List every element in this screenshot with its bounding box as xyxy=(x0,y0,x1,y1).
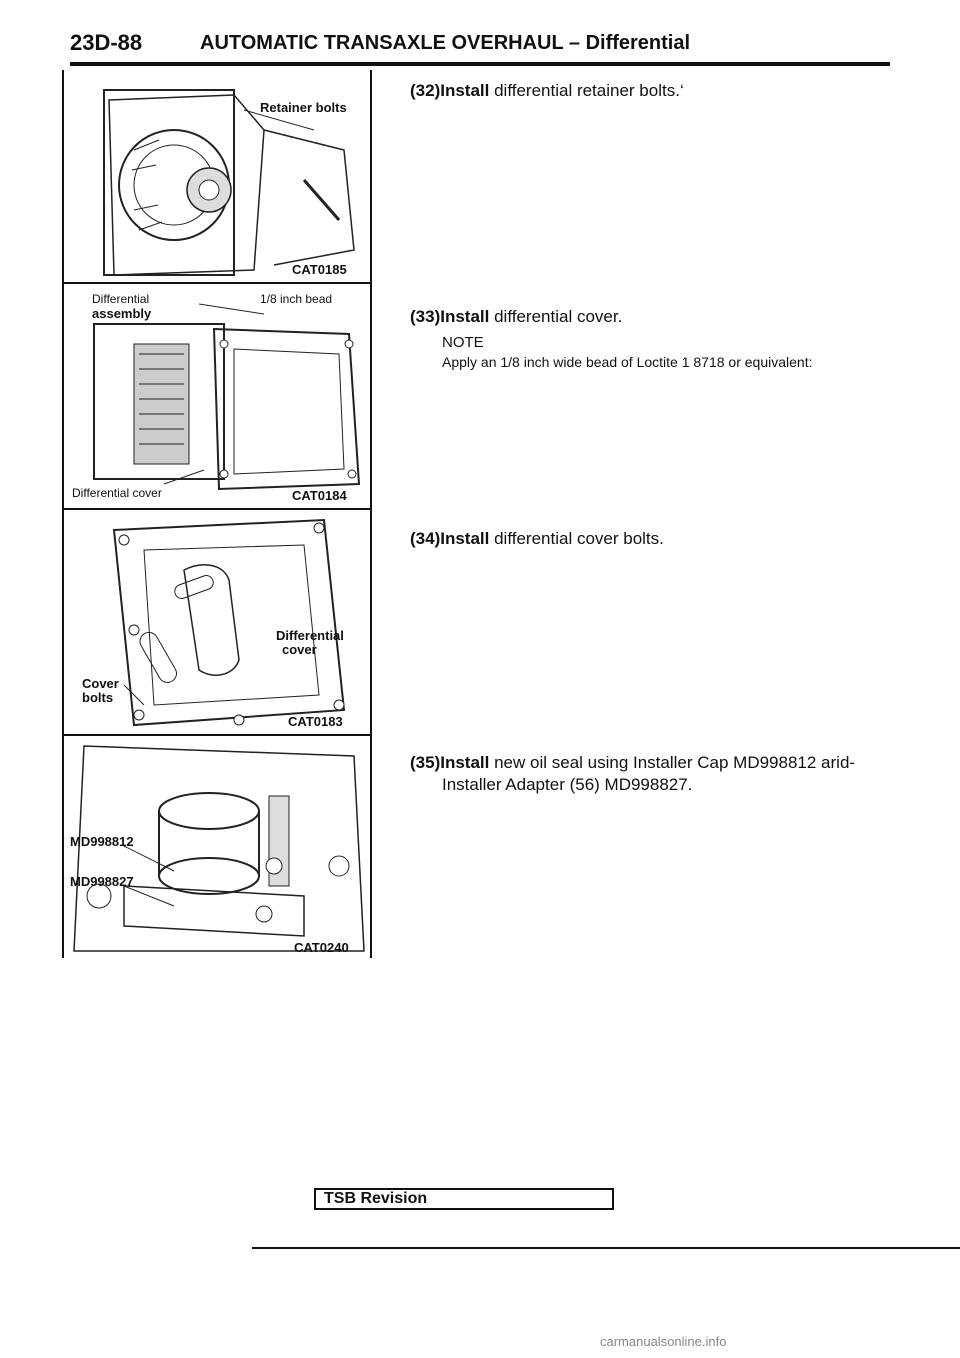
bead-size-label: 1/8 inch bead xyxy=(260,292,333,306)
step-35-continued: Installer Adapter (56) MD998827. xyxy=(442,775,693,794)
cover-bolts-label: Cover xyxy=(82,676,119,691)
installer-cap-label: MD998812 xyxy=(70,834,134,849)
note-heading: NOTE xyxy=(442,334,484,351)
differential-assembly-drawing xyxy=(93,303,361,491)
step-number: (35)Install xyxy=(410,753,490,772)
header-rule xyxy=(70,62,890,66)
footer-rule xyxy=(252,1247,960,1249)
page-title: AUTOMATIC TRANSAXLE OVERHAUL – Different… xyxy=(200,32,691,54)
retainer-bolts-label: Retainer bolts xyxy=(260,100,347,115)
step-35: (35)Install new oil seal using Installer… xyxy=(410,752,880,774)
step-text: differential retainer bolts.‘ xyxy=(494,81,684,100)
step-number: (34)Install xyxy=(410,529,490,548)
figure-differential-cover: Differential assembly 1/8 inch bead Diff… xyxy=(62,284,372,508)
figure-divider xyxy=(62,282,372,284)
figure-divider xyxy=(62,734,372,736)
cover-bolts-drawing xyxy=(112,518,346,727)
page-header: 23D-88 AUTOMATIC TRANSAXLE OVERHAUL – Di… xyxy=(70,30,890,66)
note-text: Apply an 1/8 inch wide bead of Loctite 1… xyxy=(442,354,813,370)
installer-adapter-label: MD998827 xyxy=(70,874,134,889)
page-number: 23D-88 xyxy=(70,30,143,55)
step-number: (32)Install xyxy=(410,81,490,100)
figure-code: CAT0183 xyxy=(288,714,343,729)
transaxle-housing-drawing xyxy=(103,89,355,276)
bolts-label: bolts xyxy=(82,690,114,705)
step-32: (32)Install differential retainer bolts.… xyxy=(410,80,880,102)
figure-retainer-bolts: Retainer bolts CAT0185 xyxy=(62,70,372,282)
step-33: (33)Install differential cover. xyxy=(410,306,880,328)
figure-code: CAT0184 xyxy=(292,488,347,503)
figure-divider xyxy=(62,508,372,510)
step-text: new oil seal using Installer Cap MD99881… xyxy=(494,753,856,772)
step-number: (33)Install xyxy=(410,307,490,326)
step-text: differential cover bolts. xyxy=(494,529,664,548)
differential-label: Differential xyxy=(276,628,344,643)
figure-cover-bolts: Differential cover Cover bolts CAT0183 xyxy=(62,510,372,734)
differential-label: Differential xyxy=(92,292,150,306)
installer-tool-drawing xyxy=(73,745,365,952)
figure-code: CAT0240 xyxy=(294,940,349,955)
tsb-revision-box: TSB Revision xyxy=(314,1188,614,1210)
figure-code: CAT0185 xyxy=(292,262,347,277)
differential-cover-label: Differential cover xyxy=(72,486,162,500)
step-text: differential cover. xyxy=(494,307,623,326)
watermark: carmanualsonline.info xyxy=(600,1334,727,1349)
figure-oil-seal-tool: MD998812 MD998827 CAT0240 xyxy=(62,736,372,958)
cover-label: cover xyxy=(282,642,317,657)
step-34: (34)Install differential cover bolts. xyxy=(410,528,880,550)
assembly-label: assembly xyxy=(92,306,152,321)
